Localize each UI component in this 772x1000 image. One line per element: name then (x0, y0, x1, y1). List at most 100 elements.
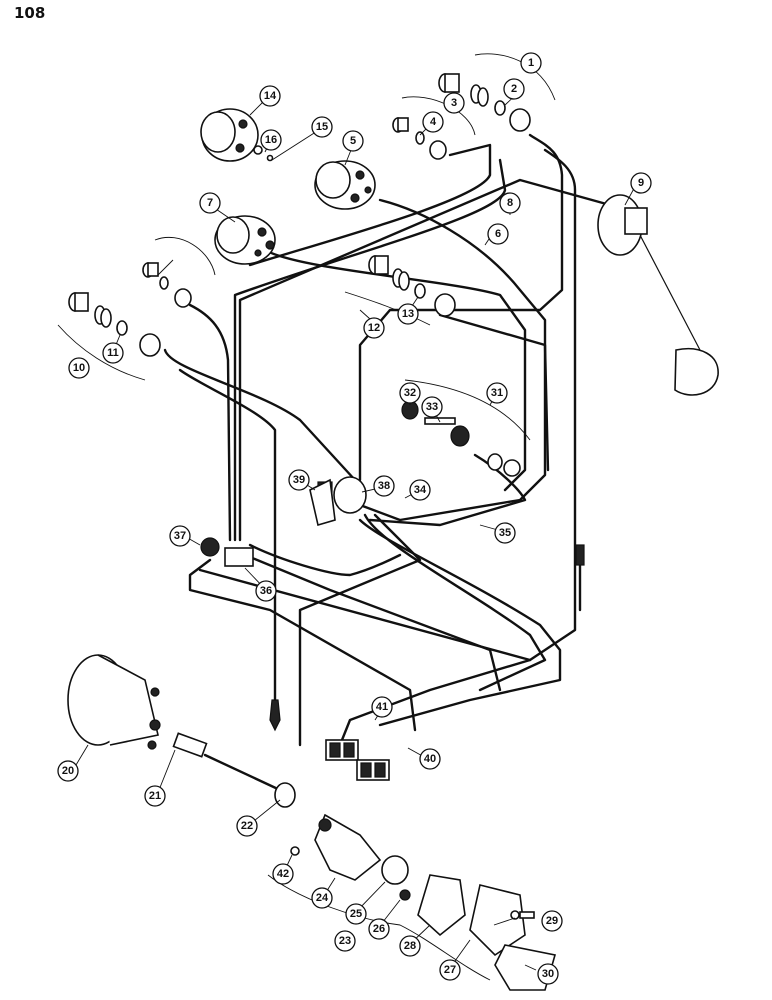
svg-text:8: 8 (507, 197, 513, 209)
gauge-5 (314, 160, 376, 210)
callout-22: 22 (236, 815, 258, 837)
callout-42: 42 (272, 863, 294, 885)
callout-20: 20 (57, 760, 79, 782)
svg-text:23: 23 (339, 935, 351, 947)
callout-9: 9 (630, 172, 652, 194)
svg-text:5: 5 (350, 135, 356, 147)
lamp-3-left (142, 262, 192, 308)
callout-11: 11 (102, 342, 124, 364)
svg-text:39: 39 (293, 474, 305, 486)
callout-26: 26 (368, 918, 390, 940)
gauge-7 (214, 215, 276, 265)
callout-13: 13 (397, 303, 419, 325)
parts (67, 73, 719, 991)
svg-text:32: 32 (404, 387, 416, 399)
callout-16: 16 (260, 129, 282, 151)
callout-6: 6 (487, 223, 509, 245)
svg-text:1: 1 (528, 57, 534, 69)
callout-29: 29 (541, 910, 563, 932)
callout-8: 8 (499, 192, 521, 214)
adapter-22 (274, 782, 296, 808)
svg-text:13: 13 (402, 308, 414, 320)
connectors (325, 739, 390, 781)
svg-text:16: 16 (265, 134, 277, 146)
speedometer-20 (67, 654, 161, 750)
svg-text:33: 33 (426, 401, 438, 413)
callout-4: 4 (422, 111, 444, 133)
svg-text:22: 22 (241, 820, 253, 832)
callout-25: 25 (345, 903, 367, 925)
lamp-3-top (392, 117, 447, 160)
brackets (57, 53, 556, 981)
svg-text:10: 10 (73, 362, 85, 374)
callout-30: 30 (537, 963, 559, 985)
svg-text:37: 37 (174, 530, 186, 542)
svg-text:35: 35 (499, 527, 511, 539)
callout-32: 32 (399, 382, 421, 404)
covers-27-28 (417, 874, 557, 991)
svg-text:15: 15 (316, 121, 328, 133)
svg-text:40: 40 (424, 753, 436, 765)
svg-text:3: 3 (451, 97, 457, 109)
callout-35: 35 (494, 522, 516, 544)
switch-31 (401, 400, 521, 477)
page-number: 108 (14, 4, 46, 22)
svg-text:11: 11 (107, 347, 119, 359)
svg-text:2: 2 (511, 83, 517, 95)
svg-text:34: 34 (414, 484, 427, 496)
switch-36 (200, 537, 254, 567)
cable-21 (172, 732, 282, 792)
gear-25 (381, 855, 411, 901)
svg-text:38: 38 (378, 480, 390, 492)
callout-14: 14 (259, 85, 281, 107)
callout-3: 3 (443, 92, 465, 114)
callout-39: 39 (288, 469, 310, 491)
svg-text:29: 29 (546, 915, 558, 927)
callout-28: 28 (399, 935, 421, 957)
callout-15: 15 (311, 116, 333, 138)
svg-text:30: 30 (542, 968, 554, 980)
callout-12: 12 (363, 317, 385, 339)
svg-text:20: 20 (62, 765, 74, 777)
svg-text:24: 24 (316, 892, 329, 904)
svg-text:36: 36 (260, 585, 272, 597)
svg-text:9: 9 (638, 177, 644, 189)
lamp-10 (68, 292, 161, 357)
terminal-ends (269, 544, 585, 732)
callout-31: 31 (486, 382, 508, 404)
callout-10: 10 (68, 357, 90, 379)
callout-7: 7 (199, 192, 221, 214)
callout-36: 36 (255, 580, 277, 602)
ignition-switch-38 (309, 476, 367, 527)
svg-text:12: 12 (368, 322, 380, 334)
svg-text:31: 31 (491, 387, 503, 399)
callout-38: 38 (373, 475, 395, 497)
callout-34: 34 (409, 479, 431, 501)
svg-text:42: 42 (277, 868, 289, 880)
callout-33: 33 (421, 396, 443, 418)
lamp-12 (368, 255, 456, 317)
gauge-14 (200, 108, 274, 162)
callout-5: 5 (342, 130, 364, 152)
svg-text:25: 25 (350, 908, 362, 920)
fuel-sender-9 (597, 194, 719, 396)
lamp-1 (438, 73, 531, 132)
svg-text:7: 7 (207, 197, 213, 209)
callout-23: 23 (334, 930, 356, 952)
callout-40: 40 (419, 748, 441, 770)
callout-37: 37 (169, 525, 191, 547)
callout-24: 24 (311, 887, 333, 909)
svg-text:26: 26 (373, 923, 385, 935)
svg-text:6: 6 (495, 228, 501, 240)
svg-text:27: 27 (444, 964, 456, 976)
svg-text:28: 28 (404, 940, 416, 952)
svg-text:41: 41 (376, 701, 388, 713)
callout-41: 41 (371, 696, 393, 718)
svg-text:21: 21 (149, 790, 161, 802)
callout-1: 1 (520, 52, 542, 74)
wiring-harness (163, 133, 701, 747)
svg-text:4: 4 (430, 116, 437, 128)
housing-24 (314, 813, 382, 881)
